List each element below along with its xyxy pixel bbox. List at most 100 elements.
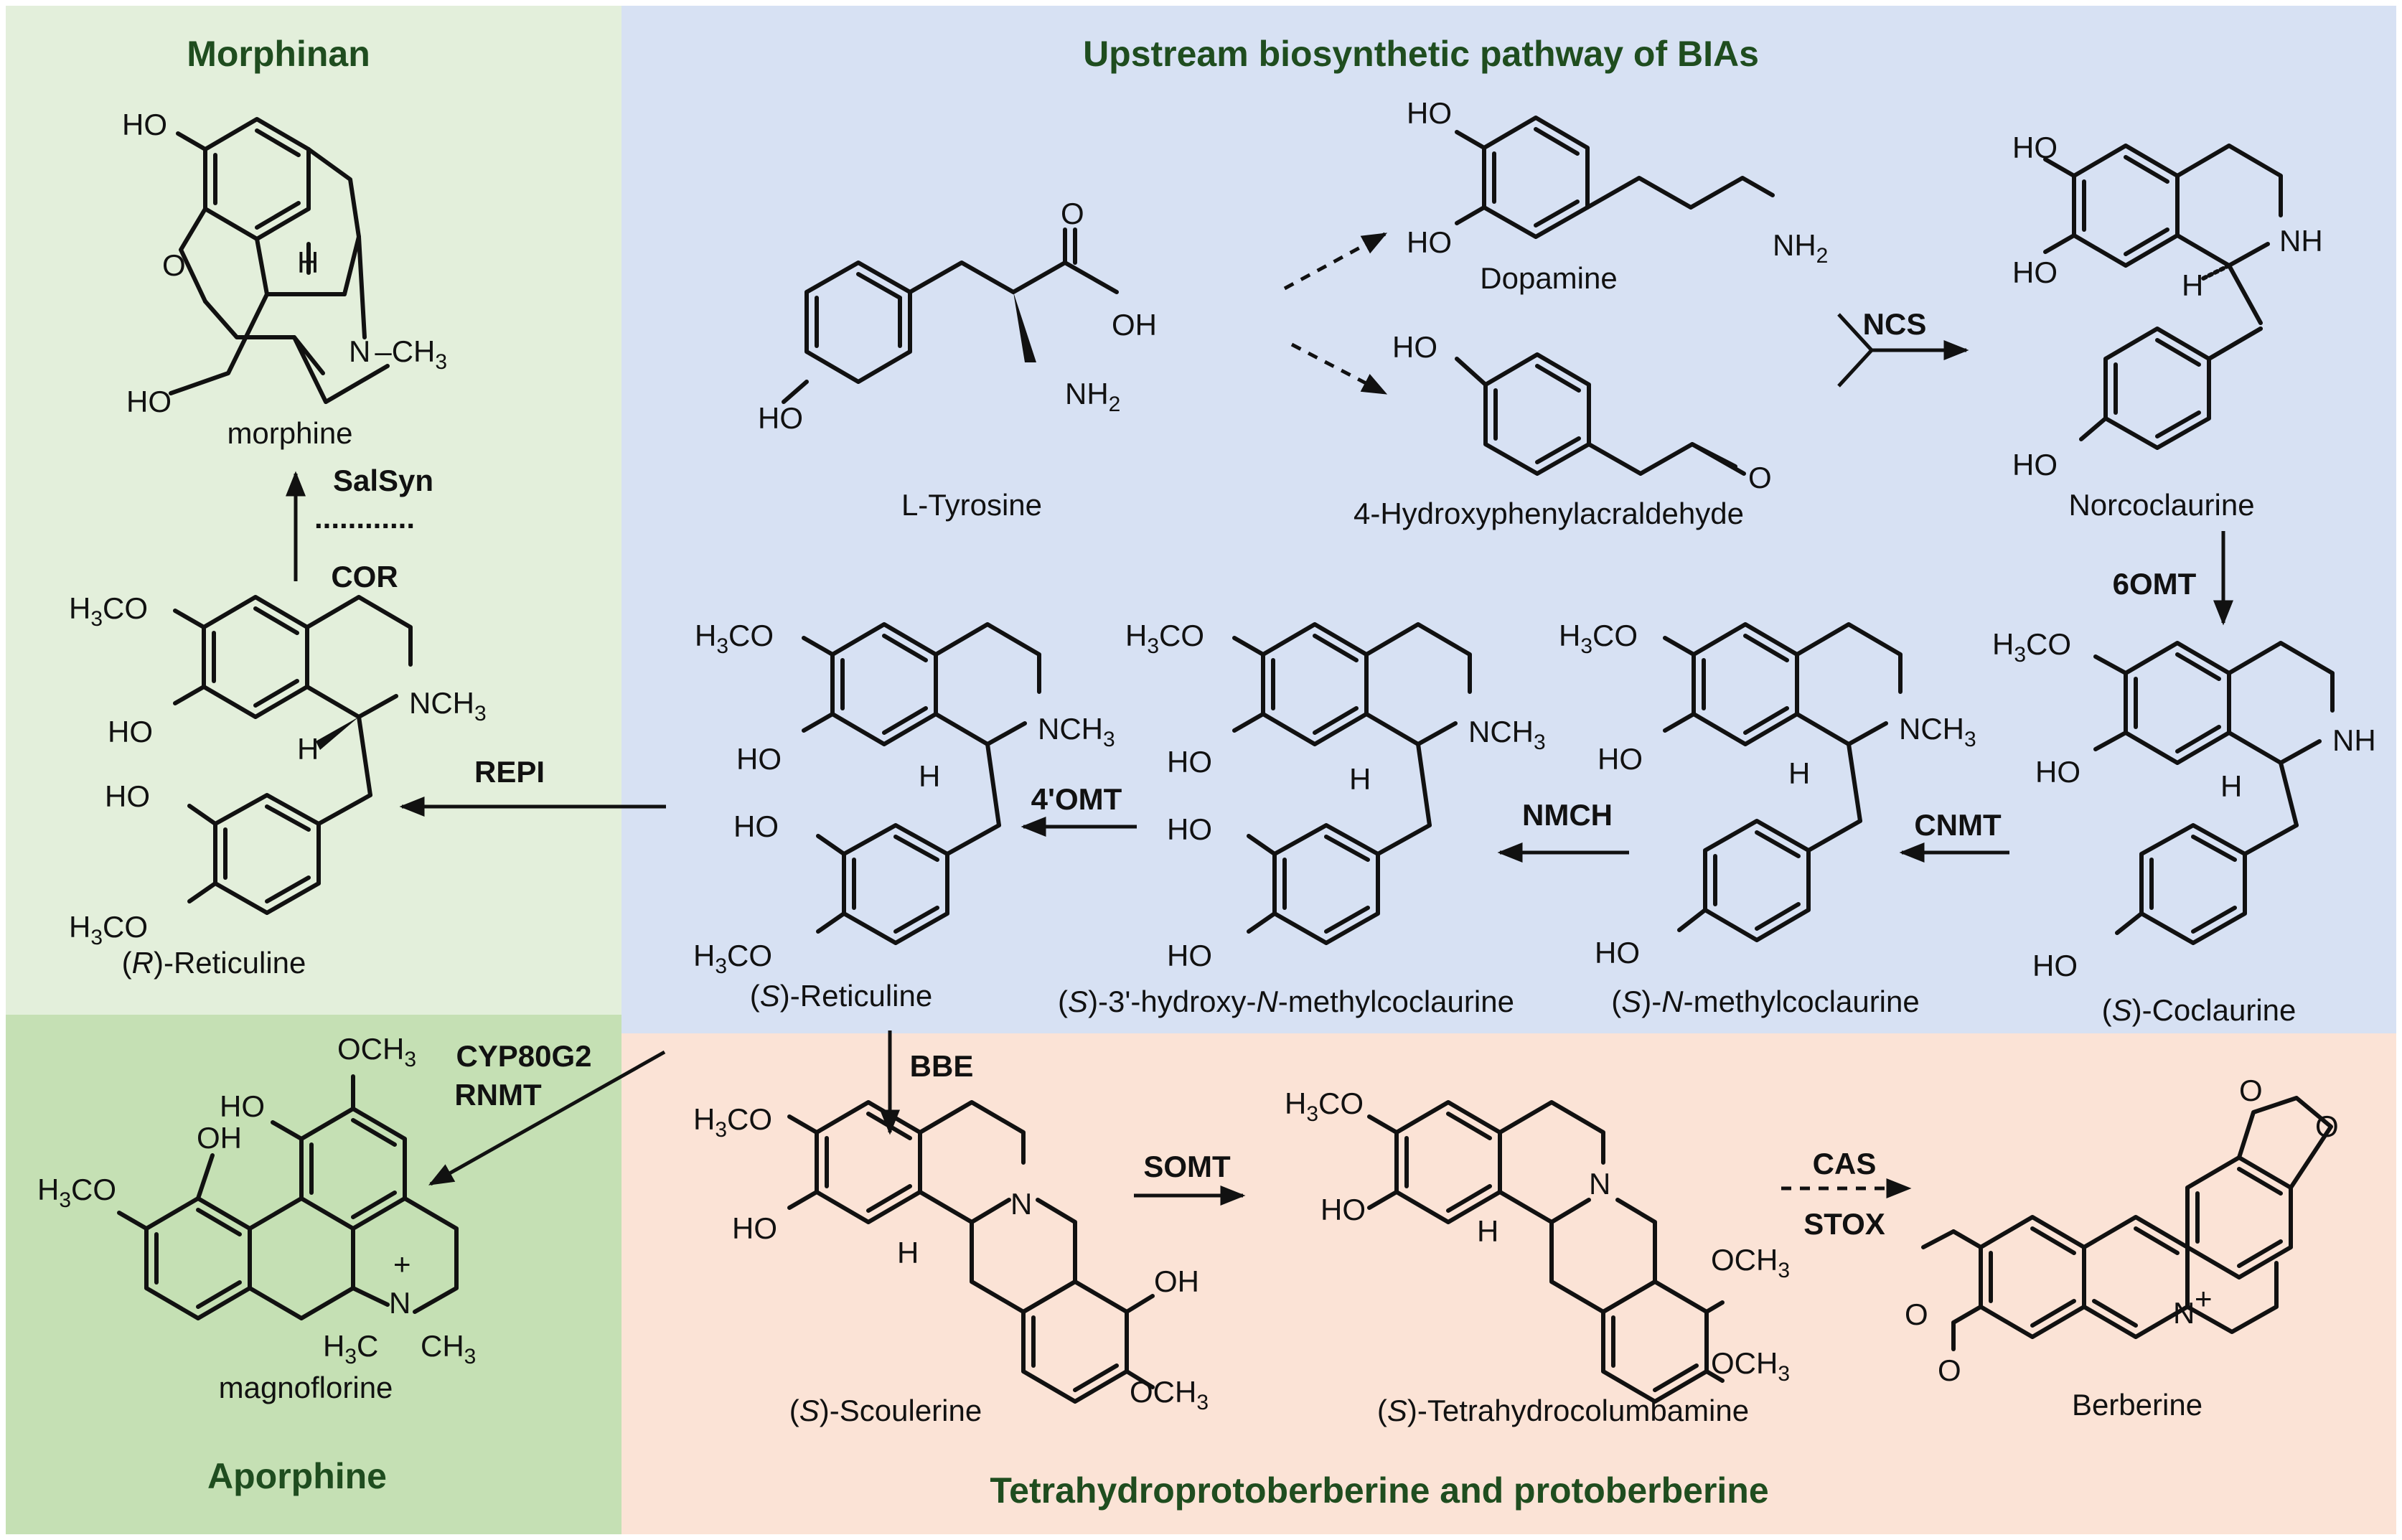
thc-och3-2: OCH3	[1711, 1346, 1790, 1386]
structure-dopamine	[1455, 116, 1775, 239]
cocl-nh: NH	[2332, 723, 2376, 757]
label-tetrahydrocolumbamine: (S)-Tetrahydrocolumbamine	[1377, 1394, 1749, 1427]
arrow-to-dopamine	[1283, 232, 1388, 291]
label-n-methylcoclaurine: (S)-N-methylcoclaurine	[1611, 985, 1919, 1018]
hnmc-ho: HO	[1167, 745, 1212, 779]
enzyme-nmch: NMCH	[1522, 798, 1613, 832]
structure-tetrahydrocolumbamine	[1367, 1100, 1725, 1404]
hnmc-h3co: H3CO	[1125, 619, 1204, 658]
structure-morphine	[169, 117, 390, 404]
rret-h3co: H3CO	[69, 591, 148, 631]
sret-h: H	[919, 759, 940, 793]
enzyme-cas: CAS	[1813, 1147, 1877, 1180]
structure-3-hydroxy-n-methylcoclaurine	[1232, 622, 1472, 945]
tyr-oxo: O	[1061, 197, 1084, 230]
tyr-ho: HO	[758, 401, 803, 435]
morph-nch3: N–CH3	[349, 334, 447, 374]
berb-o3: O	[1905, 1297, 1928, 1331]
dop-nh2: NH2	[1773, 228, 1828, 268]
hnmc-ho2: HO	[1167, 812, 1212, 846]
scoul-ho: HO	[732, 1211, 777, 1245]
scoul-oh: OH	[1154, 1264, 1199, 1298]
thc-n: N	[1589, 1167, 1610, 1201]
magno-plus: +	[393, 1247, 411, 1281]
cocl-h: H	[2220, 769, 2242, 803]
norc-h: H	[2182, 268, 2203, 302]
enzyme-stox: STOX	[1803, 1207, 1885, 1241]
sret-nch3: NCH3	[1038, 712, 1115, 751]
rret-h: H	[297, 732, 319, 766]
enzyme-ncs: NCS	[1863, 307, 1927, 341]
structure-coclaurine	[2093, 641, 2335, 945]
enzyme-4omt: 4'OMT	[1031, 782, 1122, 816]
structure-r-reticuline	[173, 595, 413, 915]
label-berberine: Berberine	[2072, 1388, 2202, 1422]
region-aporphine	[6, 1015, 621, 1534]
label-3-hydroxy-n-methylcoclaurine: (S)-3'-hydroxy-N-methylcoclaurine	[1058, 985, 1514, 1018]
hnmc-nch3: NCH3	[1468, 715, 1546, 754]
label-scoulerine: (S)-Scoulerine	[789, 1394, 982, 1427]
thc-h3co: H3CO	[1285, 1086, 1364, 1126]
norc-ho3: HO	[2012, 448, 2058, 482]
label-magnoflorine: magnoflorine	[219, 1371, 393, 1404]
enzyme-repi: REPI	[474, 755, 545, 789]
region-morphinan	[6, 6, 621, 1015]
berb-n: N	[2173, 1296, 2195, 1330]
arrow-ncs	[1837, 313, 1969, 388]
magno-h3c: H3C	[323, 1329, 378, 1368]
label-norcoclaurine: Norcoclaurine	[2068, 488, 2254, 522]
norc-nh: NH	[2279, 224, 2323, 258]
magno-n: N	[389, 1286, 411, 1320]
region-title-aporphine: Aporphine	[207, 1456, 387, 1496]
label-hpaa: 4-Hydroxyphenylacraldehyde	[1354, 497, 1744, 530]
cocl-h3co: H3CO	[1992, 627, 2071, 667]
rret-ho2: HO	[105, 779, 150, 813]
berb-plus: +	[2195, 1282, 2213, 1315]
label-s-reticuline: (S)-Reticuline	[750, 979, 932, 1013]
region-title-morphinan: Morphinan	[187, 34, 370, 74]
morph-ho: HO	[122, 108, 167, 141]
scoul-och3: OCH3	[1130, 1375, 1209, 1414]
magno-oh: OH	[197, 1121, 242, 1155]
enzyme-6omt: 6OMT	[2113, 567, 2197, 601]
nmc-h: H	[1788, 756, 1810, 790]
structure-scoulerine	[787, 1100, 1155, 1404]
thc-och3-1: OCH3	[1711, 1243, 1790, 1282]
structure-tyrosine	[782, 227, 1119, 404]
region-protoberberine	[621, 1033, 2396, 1534]
scoul-h: H	[897, 1236, 919, 1269]
morph-h: H	[297, 245, 319, 279]
berb-o1: O	[2239, 1074, 2263, 1107]
arrow-cyp-rnmt	[428, 1050, 666, 1186]
enzyme-cyp80g2: CYP80G2	[456, 1039, 591, 1073]
magno-ho: HO	[220, 1089, 265, 1123]
sret-ho2: HO	[733, 809, 779, 843]
scoul-n: N	[1010, 1187, 1032, 1221]
enzyme-rnmt: RNMT	[454, 1078, 542, 1112]
nmc-nch3: NCH3	[1899, 712, 1976, 751]
thc-ho: HO	[1320, 1193, 1366, 1226]
rret-nch3: NCH3	[409, 686, 487, 726]
structure-norcoclaurine	[2043, 144, 2283, 450]
structure-berberine	[1921, 1096, 2333, 1351]
magno-och3: OCH3	[337, 1032, 416, 1071]
enzyme-salsyn: SalSyn	[333, 464, 433, 497]
enzyme-bbe: BBE	[910, 1049, 974, 1083]
region-title-protoberberine: Tetrahydroprotoberberine and protoberber…	[990, 1470, 1768, 1511]
label-r-reticuline: (R)-Reticuline	[122, 946, 306, 980]
enzyme-cor: COR	[331, 560, 398, 593]
hnmc-h: H	[1349, 762, 1371, 796]
cocl-ho2: HO	[2032, 949, 2078, 982]
magno-ch3: CH3	[421, 1329, 476, 1368]
norc-ho2: HO	[2012, 255, 2058, 289]
label-dopamine: Dopamine	[1480, 261, 1617, 295]
nmc-ho2: HO	[1595, 936, 1640, 969]
label-morphine: morphine	[227, 416, 352, 450]
sret-ho: HO	[736, 742, 782, 776]
region-title-upstream: Upstream biosynthetic pathway of BIAs	[1083, 34, 1759, 74]
rret-ho: HO	[108, 715, 153, 748]
magno-h3co: H3CO	[37, 1173, 116, 1212]
cocl-ho: HO	[2035, 755, 2080, 789]
structure-hpaa	[1455, 352, 1746, 476]
